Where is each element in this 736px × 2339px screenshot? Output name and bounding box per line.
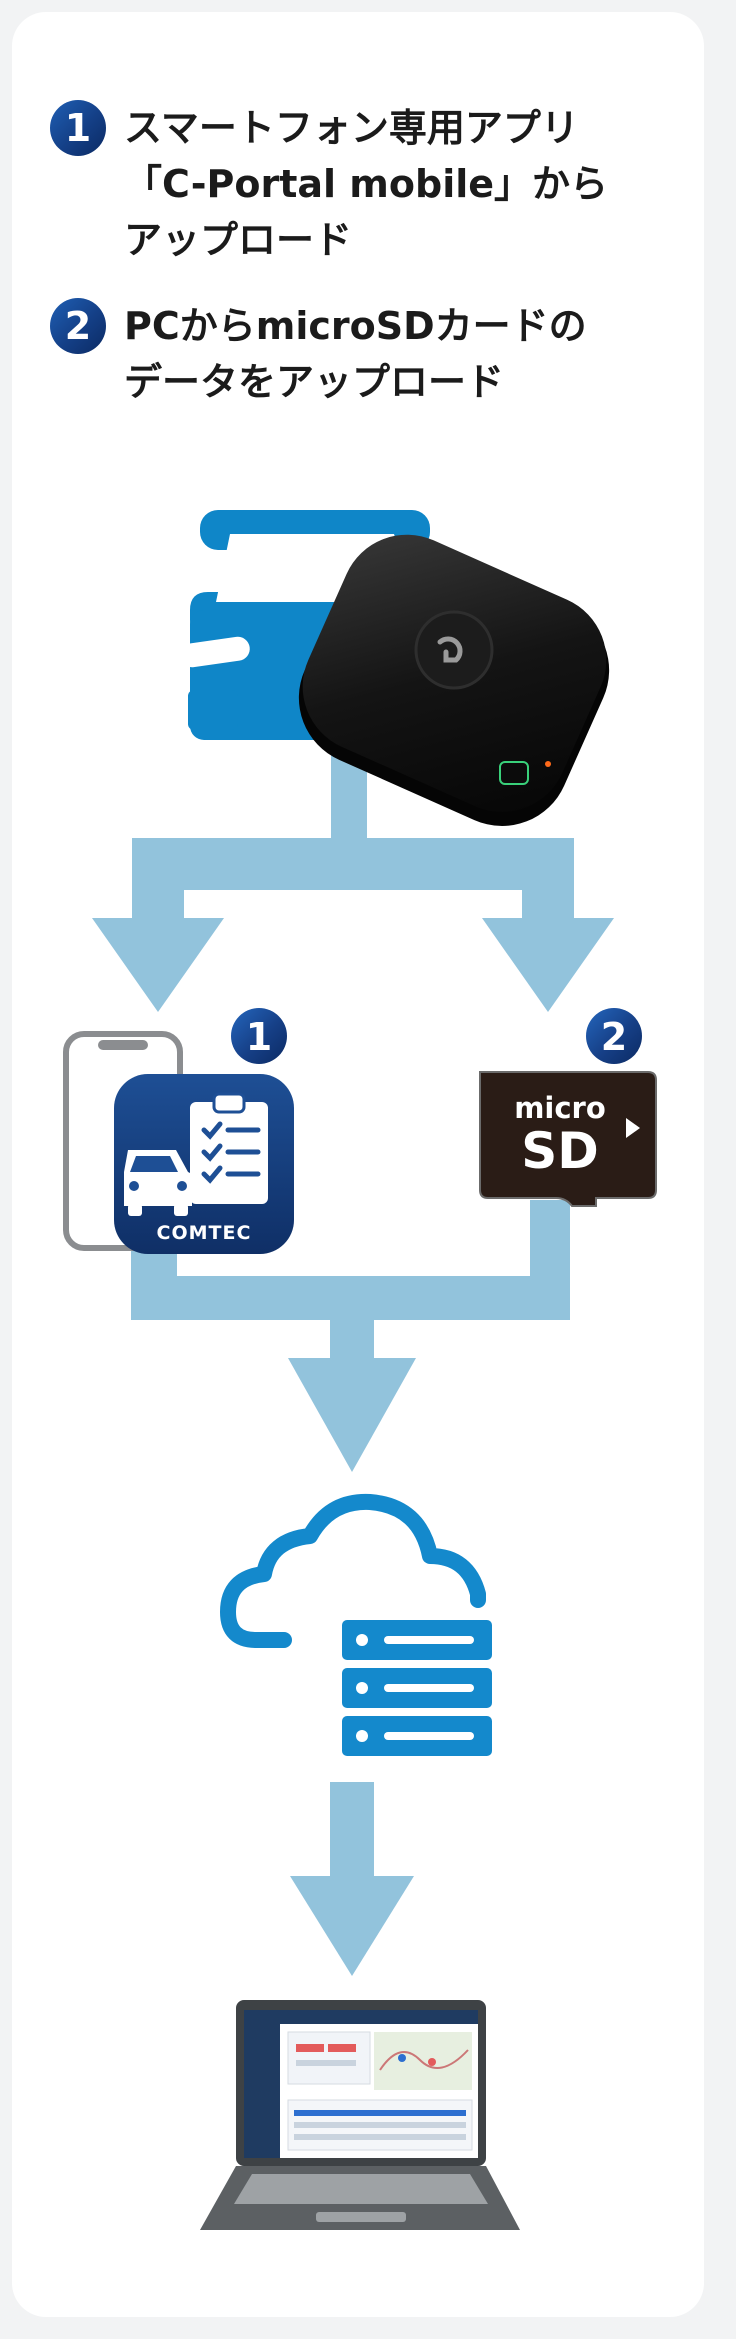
step-2: 2 PCからmicroSDカードの データをアップロード xyxy=(50,298,587,410)
cloud-server-icon xyxy=(220,1493,492,1756)
microsd-card-icon: micro SD xyxy=(479,1071,657,1207)
sd-text-top: micro xyxy=(514,1091,606,1125)
step-1: 1 スマートフォン専用アプリ 「C-Portal mobile」から アップロー… xyxy=(50,100,608,268)
diagram-badge-2-text: 2 xyxy=(601,1015,627,1059)
arrow-right-stem xyxy=(522,890,574,920)
arrow-merge-down-stem xyxy=(330,1320,374,1360)
step-2-badge: 2 xyxy=(50,298,106,354)
arrow-merge-down-head xyxy=(288,1358,416,1472)
arrow-bottom-head xyxy=(290,1876,414,1976)
sd-play-icon xyxy=(626,1118,640,1138)
step-1-badge: 1 xyxy=(50,100,106,156)
arrow-split-bar xyxy=(132,838,574,890)
arrow-merge-bar xyxy=(131,1276,570,1320)
arrow-bottom-stem xyxy=(330,1782,374,1880)
diagram-badge-1: 1 xyxy=(231,1008,287,1064)
app-logo-text: COMTEC xyxy=(157,1222,252,1244)
arrow-left-head xyxy=(92,918,224,1012)
diagram-badge-1-text: 1 xyxy=(246,1015,272,1059)
flow-arrows xyxy=(92,720,614,1976)
arrow-left-stem xyxy=(132,890,184,920)
step-1-text: スマートフォン専用アプリ 「C-Portal mobile」から アップロード xyxy=(124,100,608,268)
dashcam-device-icon xyxy=(298,534,610,826)
step-2-text: PCからmicroSDカードの データをアップロード xyxy=(124,298,587,410)
laptop-icon xyxy=(200,2000,520,2230)
step-1-line-1: スマートフォン専用アプリ xyxy=(124,106,579,150)
diagram-badge-2: 2 xyxy=(586,1008,642,1064)
step-1-line-2: 「C-Portal mobile」から xyxy=(124,162,609,206)
arrow-right-head xyxy=(482,918,614,1012)
sd-text-bottom: SD xyxy=(521,1122,599,1180)
step-1-line-3: アップロード xyxy=(124,218,353,262)
step-2-line-2: データをアップロード xyxy=(124,360,505,404)
comtec-app-icon: COMTEC xyxy=(114,1074,294,1254)
step-2-line-1: PCからmicroSDカードの xyxy=(124,304,587,348)
